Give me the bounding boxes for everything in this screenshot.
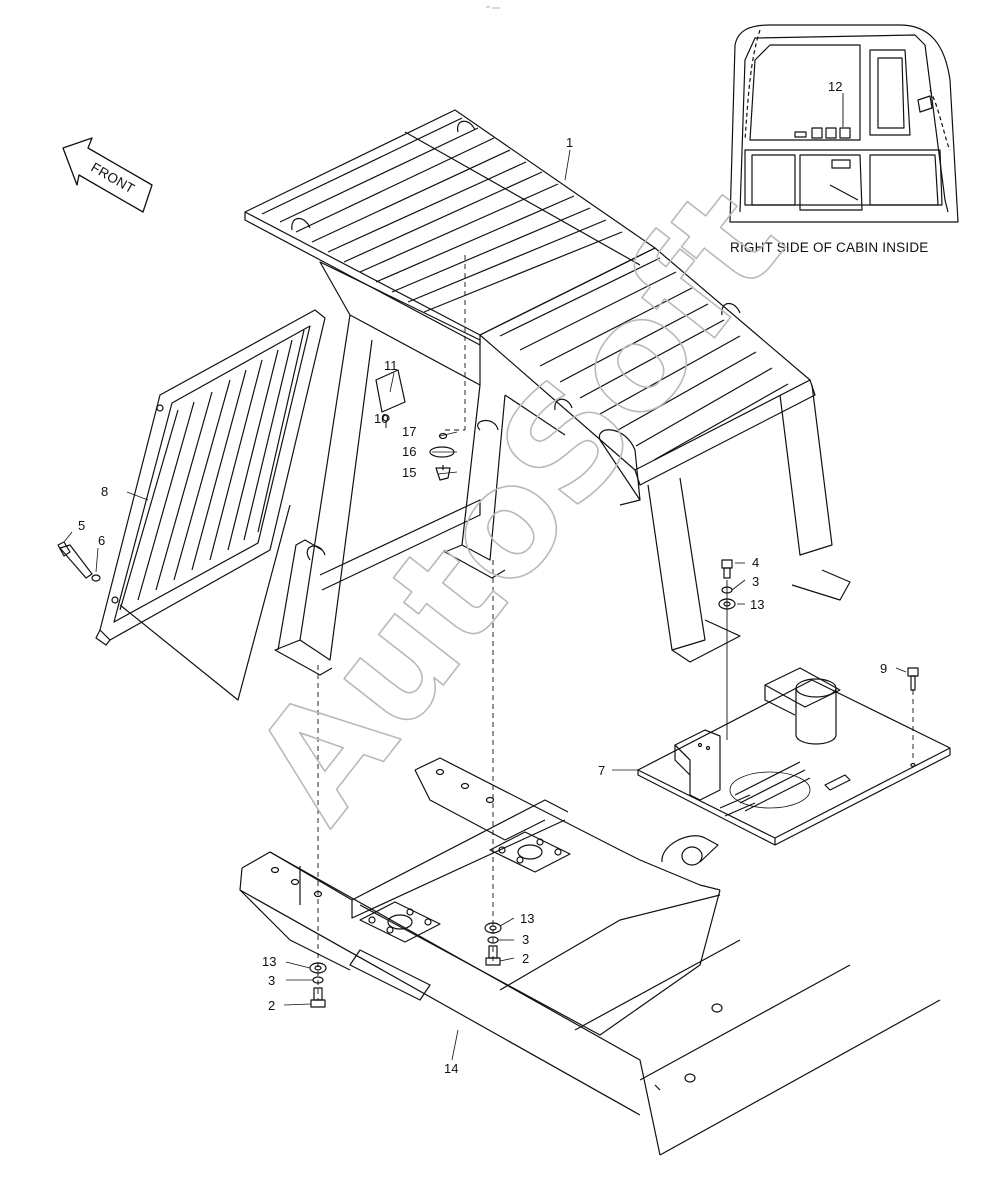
cabin-guard xyxy=(244,109,851,676)
top-mark xyxy=(486,6,500,9)
side-guard xyxy=(57,309,326,701)
front-label: FRONT xyxy=(89,160,138,197)
callout-7: 7 xyxy=(598,763,605,778)
callout-9: 9 xyxy=(880,661,887,676)
inset-caption: RIGHT SIDE OF CABIN INSIDE xyxy=(730,240,928,255)
callout-3-center: 3 xyxy=(522,932,529,947)
callout-2-center: 2 xyxy=(522,951,529,966)
watermark: AutoSoft xyxy=(221,157,817,852)
callout-15: 15 xyxy=(402,465,416,480)
callout-6: 6 xyxy=(98,533,105,548)
inset-cabin-view: RIGHT SIDE OF CABIN INSIDE xyxy=(729,24,959,255)
leader-lines xyxy=(63,149,907,1061)
callout-17: 17 xyxy=(402,424,416,439)
callout-4: 4 xyxy=(752,555,759,570)
callout-3-left: 3 xyxy=(268,973,275,988)
callout-1: 1 xyxy=(566,135,573,150)
base-frame xyxy=(239,757,941,1156)
callout-13-left: 13 xyxy=(262,954,276,969)
callout-12: 12 xyxy=(828,79,842,94)
callouts: 1 8 5 6 11 10 17 16 15 4 3 13 9 7 13 3 2… xyxy=(78,79,887,1076)
floor-plate xyxy=(637,667,951,846)
callout-13-right: 13 xyxy=(750,597,764,612)
callout-2-left: 2 xyxy=(268,998,275,1013)
callout-8: 8 xyxy=(101,484,108,499)
callout-5: 5 xyxy=(78,518,85,533)
floor-plate-hardware xyxy=(718,559,919,760)
callout-3-right: 3 xyxy=(752,574,759,589)
callout-16: 16 xyxy=(402,444,416,459)
callout-13-center: 13 xyxy=(520,911,534,926)
callout-11: 11 xyxy=(384,358,398,373)
front-arrow: FRONT xyxy=(62,137,153,213)
callout-10: 10 xyxy=(374,411,388,426)
callout-14: 14 xyxy=(444,1061,458,1076)
mount-hardware-left xyxy=(309,665,327,1008)
